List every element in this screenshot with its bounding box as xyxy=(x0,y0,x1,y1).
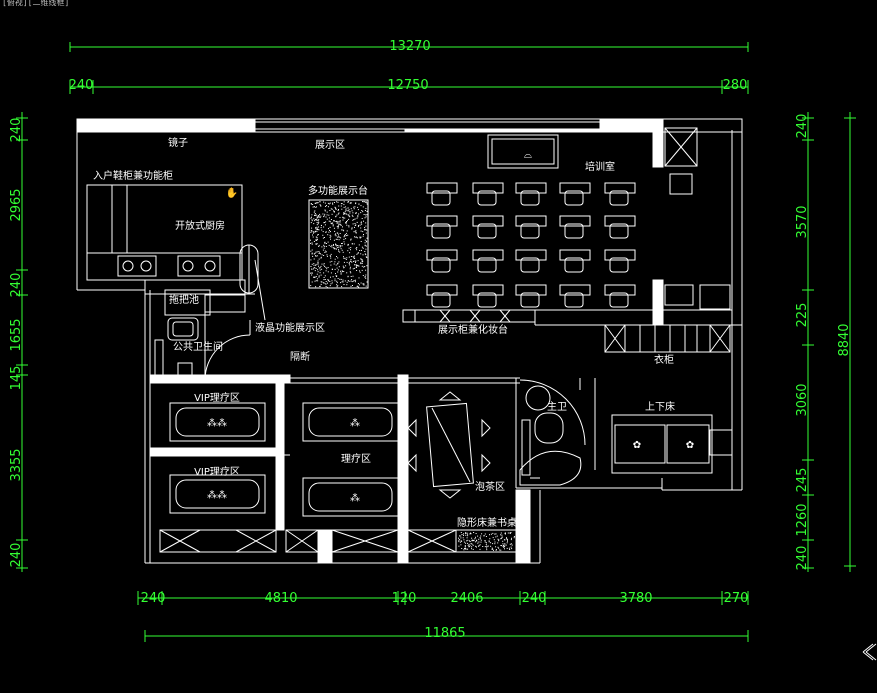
training-chair xyxy=(559,215,591,239)
dim-bottom-0: 240 xyxy=(141,591,166,606)
dim-left-6: 240 xyxy=(9,543,24,568)
training-chair xyxy=(426,182,458,206)
therapy-beds: ⁂⁂ ⁂⁂ ⁂ ⁂ xyxy=(169,402,399,517)
label-multi-display: 多功能展示台 xyxy=(308,184,368,197)
top-display-strip xyxy=(255,121,601,133)
dim-right-4: 245 xyxy=(795,468,810,493)
training-chair xyxy=(559,284,591,308)
training-chairs xyxy=(426,182,636,308)
training-chair xyxy=(426,249,458,273)
svg-text:⁂: ⁂ xyxy=(350,492,360,504)
training-chair xyxy=(604,215,636,239)
label-tea-area: 泡茶区 xyxy=(475,480,505,493)
svg-text:⁂⁂: ⁂⁂ xyxy=(207,417,227,429)
tea-table xyxy=(407,391,491,499)
dim-top-mid: 12750 xyxy=(387,78,428,93)
training-chair xyxy=(604,284,636,308)
lower-walls xyxy=(149,374,520,553)
wardrobe xyxy=(604,324,731,353)
dim-right-0: 240 xyxy=(795,114,810,139)
dim-top-total: 13270 xyxy=(389,39,430,54)
training-chair xyxy=(472,249,504,273)
label-entry-shoe-cabinet: 入户鞋柜兼功能柜 xyxy=(93,169,173,182)
dim-bottom-2: 120 xyxy=(392,591,417,606)
display-cabinet-row xyxy=(402,309,536,323)
svg-text:✿: ✿ xyxy=(686,440,694,451)
dim-top-right: 280 xyxy=(723,78,748,93)
dim-right-6: 240 xyxy=(795,546,810,571)
training-chair xyxy=(559,182,591,206)
dim-bottom-total: 11865 xyxy=(424,626,465,641)
hand-cursor-icon: ✋ xyxy=(226,186,238,199)
bottom-dimension-lines xyxy=(137,591,749,642)
dim-bottom-3: 2406 xyxy=(450,591,483,606)
dim-right-5: 1260 xyxy=(795,503,810,536)
training-chair xyxy=(472,215,504,239)
right-dimension-texts: 240 3570 225 3060 245 1260 240 8840 xyxy=(795,114,852,571)
training-chair xyxy=(472,284,504,308)
view-tab-label[interactable]: [俯视][二维线框] xyxy=(2,0,70,7)
label-therapy-area: 理疗区 xyxy=(341,452,371,465)
label-hidden-bed: 隐形床兼书桌 xyxy=(457,516,517,529)
cursor-icon xyxy=(862,643,877,661)
bottom-dimension-texts: 240 4810 120 2406 240 3780 270 11865 xyxy=(141,591,749,641)
master-bath xyxy=(515,378,596,488)
training-chair xyxy=(604,249,636,273)
training-chair xyxy=(472,182,504,206)
svg-text:⁂⁂: ⁂⁂ xyxy=(207,489,227,501)
label-mop-pool: 拖把池 xyxy=(169,293,199,306)
label-bunk-bed: 上下床 xyxy=(645,400,675,413)
left-dimension-texts: 240 2965 240 1655 145 3355 240 xyxy=(9,118,24,568)
label-public-toilet: 公共卫生间 xyxy=(173,340,223,353)
outer-walls xyxy=(76,118,743,564)
multi-display-table xyxy=(308,199,515,551)
training-chair xyxy=(515,182,547,206)
svg-text:⌓: ⌓ xyxy=(524,150,532,161)
dim-left-5: 3355 xyxy=(9,448,24,481)
label-lcd-display: 液晶功能展示区 xyxy=(255,321,325,334)
dim-left-3: 1655 xyxy=(9,318,24,351)
label-wardrobe: 衣柜 xyxy=(654,353,674,366)
dim-left-0: 240 xyxy=(9,118,24,143)
training-chair xyxy=(515,249,547,273)
label-open-kitchen: 开放式厨房 xyxy=(175,219,225,232)
right-dimension-lines xyxy=(802,112,856,572)
dim-bottom-1: 4810 xyxy=(264,591,297,606)
dim-left-4: 145 xyxy=(9,366,24,391)
top-dimension-lines xyxy=(69,42,749,94)
view-tab-bar[interactable]: [俯视][二维线框] xyxy=(0,0,877,7)
training-chair xyxy=(515,215,547,239)
dim-right-total: 8840 xyxy=(837,323,852,356)
label-display-cabinet: 展示柜兼化妆台 xyxy=(438,323,508,336)
training-chair xyxy=(604,182,636,206)
svg-text:⁂: ⁂ xyxy=(350,417,360,429)
label-mirror: 镜子 xyxy=(168,136,188,149)
dim-right-1: 3570 xyxy=(795,205,810,238)
dim-left-2: 240 xyxy=(9,273,24,298)
dim-bottom-4: 240 xyxy=(522,591,547,606)
label-partition: 隔断 xyxy=(290,350,310,363)
label-master-bath: 主卫 xyxy=(547,401,567,413)
training-chair xyxy=(426,284,458,308)
dim-left-1: 2965 xyxy=(9,188,24,221)
dim-bottom-5: 3780 xyxy=(619,591,652,606)
label-display-area: 展示区 xyxy=(315,139,345,151)
training-chair xyxy=(426,215,458,239)
training-chair xyxy=(559,249,591,273)
label-vip-room-2: VIP理疗区 xyxy=(194,465,240,478)
dim-bottom-6: 270 xyxy=(724,591,749,606)
dim-right-2: 225 xyxy=(795,303,810,328)
svg-text:✿: ✿ xyxy=(633,440,641,451)
bunk-bed: ✿ ✿ xyxy=(611,414,733,474)
dim-top-left: 240 xyxy=(69,78,94,93)
kitchen-area xyxy=(86,184,266,321)
label-vip-room-1: VIP理疗区 xyxy=(194,391,240,404)
training-chair xyxy=(515,284,547,308)
left-dimension-lines xyxy=(16,112,28,572)
dim-right-3: 3060 xyxy=(795,383,810,416)
label-training-room: 培训室 xyxy=(585,160,615,173)
